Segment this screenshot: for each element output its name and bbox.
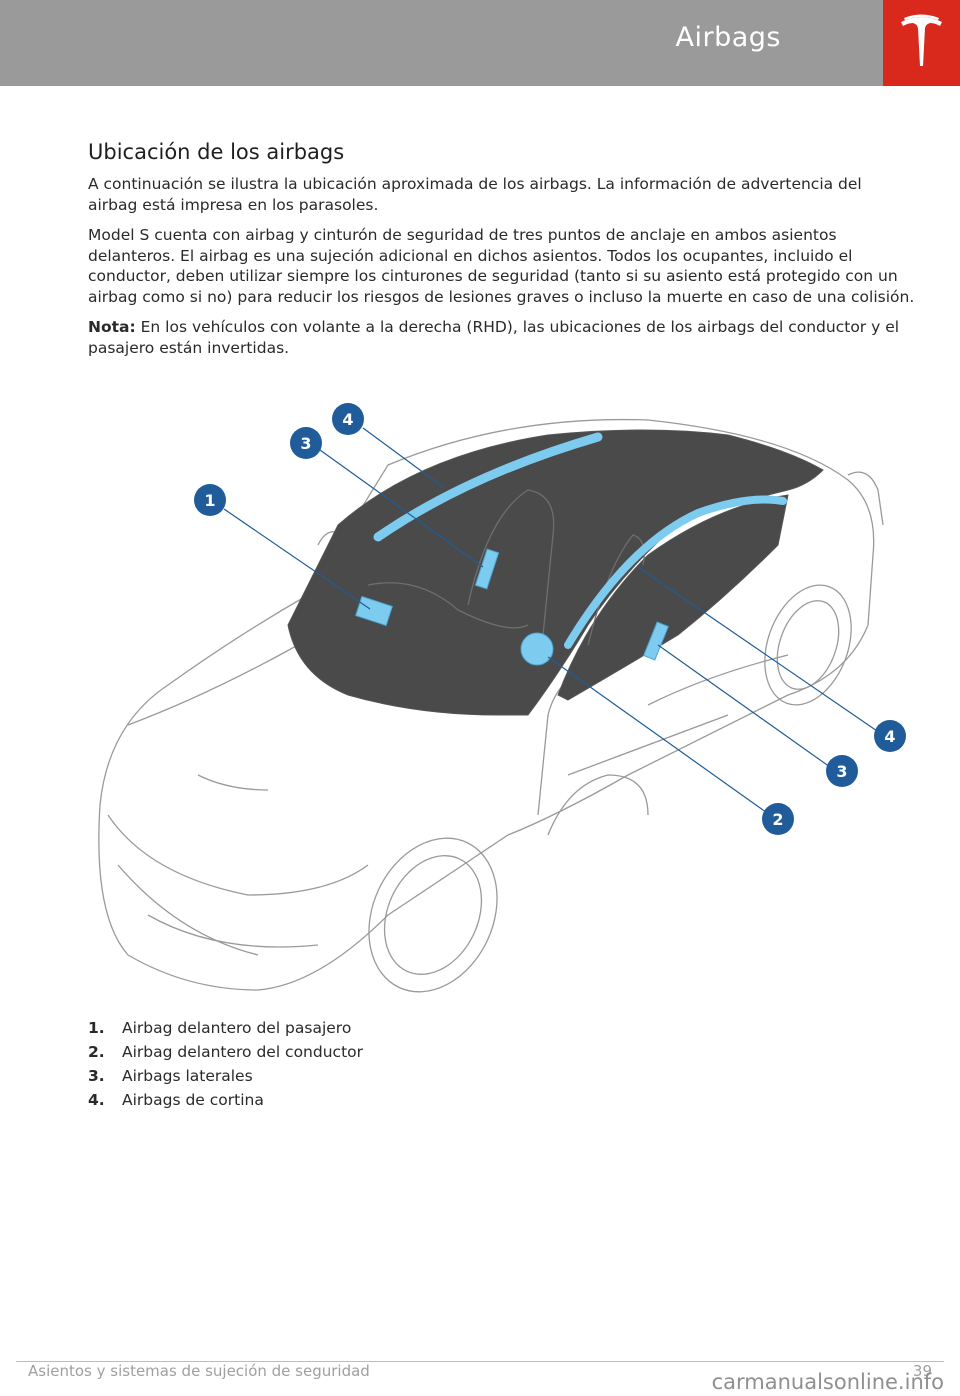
- car-illustration: 1 2 3 3 4 4: [98, 403, 906, 993]
- paragraph-intro: A continuación se ilustra la ubicación a…: [88, 175, 862, 214]
- car-body-outline: [98, 418, 875, 991]
- brand-logo: [883, 0, 960, 86]
- callout-3a: 3: [290, 427, 322, 459]
- legend-label: Airbag delantero del pasajero: [122, 1019, 352, 1037]
- figure-legend: 1. Airbag delantero del pasajero 2. Airb…: [88, 1016, 363, 1112]
- callout-label: 4: [342, 410, 353, 429]
- legend-number: 2.: [88, 1043, 105, 1061]
- airbag-location-figure: 1 2 3 3 4 4: [88, 395, 916, 1000]
- legend-number: 1.: [88, 1019, 105, 1037]
- side-airbag-right: [643, 621, 669, 661]
- callout-label: 2: [772, 810, 783, 829]
- callout-3b: 3: [826, 755, 858, 787]
- curtain-airbag-right: [564, 495, 787, 649]
- callout-label: 4: [884, 727, 895, 746]
- legend-label: Airbag delantero del conductor: [122, 1043, 363, 1061]
- section-title: Ubicación de los airbags: [88, 140, 345, 164]
- tesla-logo-icon: [901, 14, 942, 66]
- page-number: 39: [912, 1362, 932, 1380]
- legend-label: Airbags laterales: [122, 1067, 253, 1085]
- driver-front-airbag: [520, 632, 554, 666]
- callout-label: 1: [204, 491, 215, 510]
- note-label: Nota:: [88, 318, 136, 336]
- curtain-airbag-left: [373, 432, 603, 542]
- windshield-glass: [287, 429, 824, 716]
- list-item: 4. Airbags de cortina: [88, 1088, 363, 1112]
- footer-divider: [16, 1361, 944, 1362]
- callout-label: 3: [300, 434, 311, 453]
- list-item: 3. Airbags laterales: [88, 1064, 363, 1088]
- paragraph-seatbelts: Model S cuenta con airbag y cinturón de …: [88, 226, 915, 306]
- callout-label: 3: [836, 762, 847, 781]
- watermark: carmanualsonline.info: [711, 1370, 944, 1394]
- side-airbag-left: [474, 548, 500, 590]
- footer-section-title: Asientos y sistemas de sujeción de segur…: [28, 1362, 370, 1380]
- callout-4b: 4: [874, 720, 906, 752]
- header-bar: Airbags: [0, 0, 883, 86]
- legend-number: 4.: [88, 1091, 105, 1109]
- list-item: 1. Airbag delantero del pasajero: [88, 1016, 363, 1040]
- main-content: Ubicación de los airbags A continuación …: [88, 140, 916, 368]
- callout-4a: 4: [332, 403, 364, 435]
- callout-1: 1: [194, 484, 226, 516]
- note-paragraph: Nota: En los vehículos con volante a la …: [88, 317, 916, 358]
- callout-2: 2: [762, 803, 794, 835]
- legend-label: Airbags de cortina: [122, 1091, 264, 1109]
- list-item: 2. Airbag delantero del conductor: [88, 1040, 363, 1064]
- passenger-front-airbag: [355, 595, 393, 627]
- note-text: En los vehículos con volante a la derech…: [88, 318, 900, 357]
- legend-number: 3.: [88, 1067, 105, 1085]
- page-header-title: Airbags: [675, 22, 781, 53]
